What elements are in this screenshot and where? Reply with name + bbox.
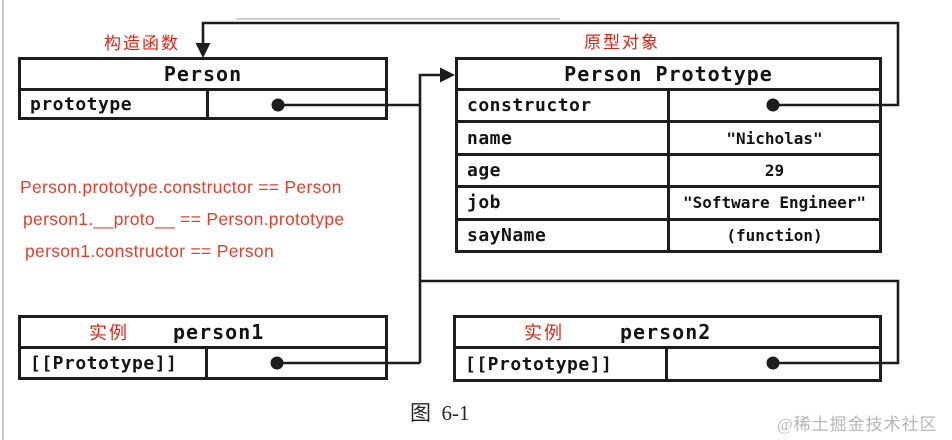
person1-title-text: person1 [173,320,265,344]
table-row: age 29 [458,152,879,186]
instance-label: 实例 [89,323,129,343]
name-key: name [458,123,670,153]
prototype-slot-key: [[Prototype]] [456,349,668,379]
instance-label: 实例 [524,323,564,343]
person2-box-title: 实例 person2 [456,318,879,349]
person1-rows: [[Prototype]] [21,349,385,377]
prototype-pointer-cell [209,91,385,117]
person-prototype-box-title: Person Prototype [458,60,879,91]
prototype-key: prototype [21,91,209,117]
annotation-line-1: Person.prototype.constructor == Person [20,177,342,197]
table-row: [[Prototype]] [456,349,879,379]
prototype-slot-pointer-cell [668,349,879,379]
table-row: constructor [458,91,879,121]
person-box-rows: prototype [21,91,385,117]
figure-caption: 图 6-1 [410,401,470,425]
person1-instance-box: 实例 person1 [[Prototype]] [18,315,388,380]
job-key: job [458,188,670,218]
annotation-line-2: person1.__proto__ == Person.prototype [23,209,345,229]
constructor-pointer-cell [670,91,879,120]
constructor-key: constructor [458,91,670,121]
age-value: 29 [764,161,785,181]
table-row: prototype [21,91,385,117]
person2-title-text: person2 [620,320,712,344]
person-box-title: Person [21,60,385,91]
person-constructor-box: Person prototype [18,57,388,120]
table-row: job "Software Engineer" [458,185,879,218]
scan-edge-artifact [2,0,4,440]
table-row: [[Prototype]] [21,349,385,377]
sayname-value: (function) [726,225,823,245]
down-arrowhead-icon [195,43,211,58]
shared-trunk-line [418,73,442,363]
prototype-slot-pointer-cell [208,349,385,377]
person1-box-title: 实例 person1 [21,318,385,349]
person2-rows: [[Prototype]] [456,349,879,379]
job-value: "Software Engineer" [682,193,867,213]
prototype-object-label: 原型对象 [584,33,660,52]
name-value: "Nicholas" [726,128,823,148]
right-arrowhead-icon [440,67,455,83]
table-row: sayName (function) [458,217,879,251]
person2-instance-box: 实例 person2 [[Prototype]] [453,315,882,382]
person-prototype-box: Person Prototype constructor name "Nicho… [455,57,882,253]
constructor-function-label: 构造函数 [104,34,180,53]
age-key: age [458,155,670,186]
prototype-slot-key: [[Prototype]] [21,349,208,377]
watermark-text: @稀土掘金技术社区 [777,415,938,434]
sayname-key: sayName [458,220,670,251]
annotation-line-3: person1.constructor == Person [25,241,274,261]
table-row: name "Nicholas" [458,120,879,153]
person-prototype-rows: constructor name "Nicholas" age 29 job "… [458,91,879,251]
